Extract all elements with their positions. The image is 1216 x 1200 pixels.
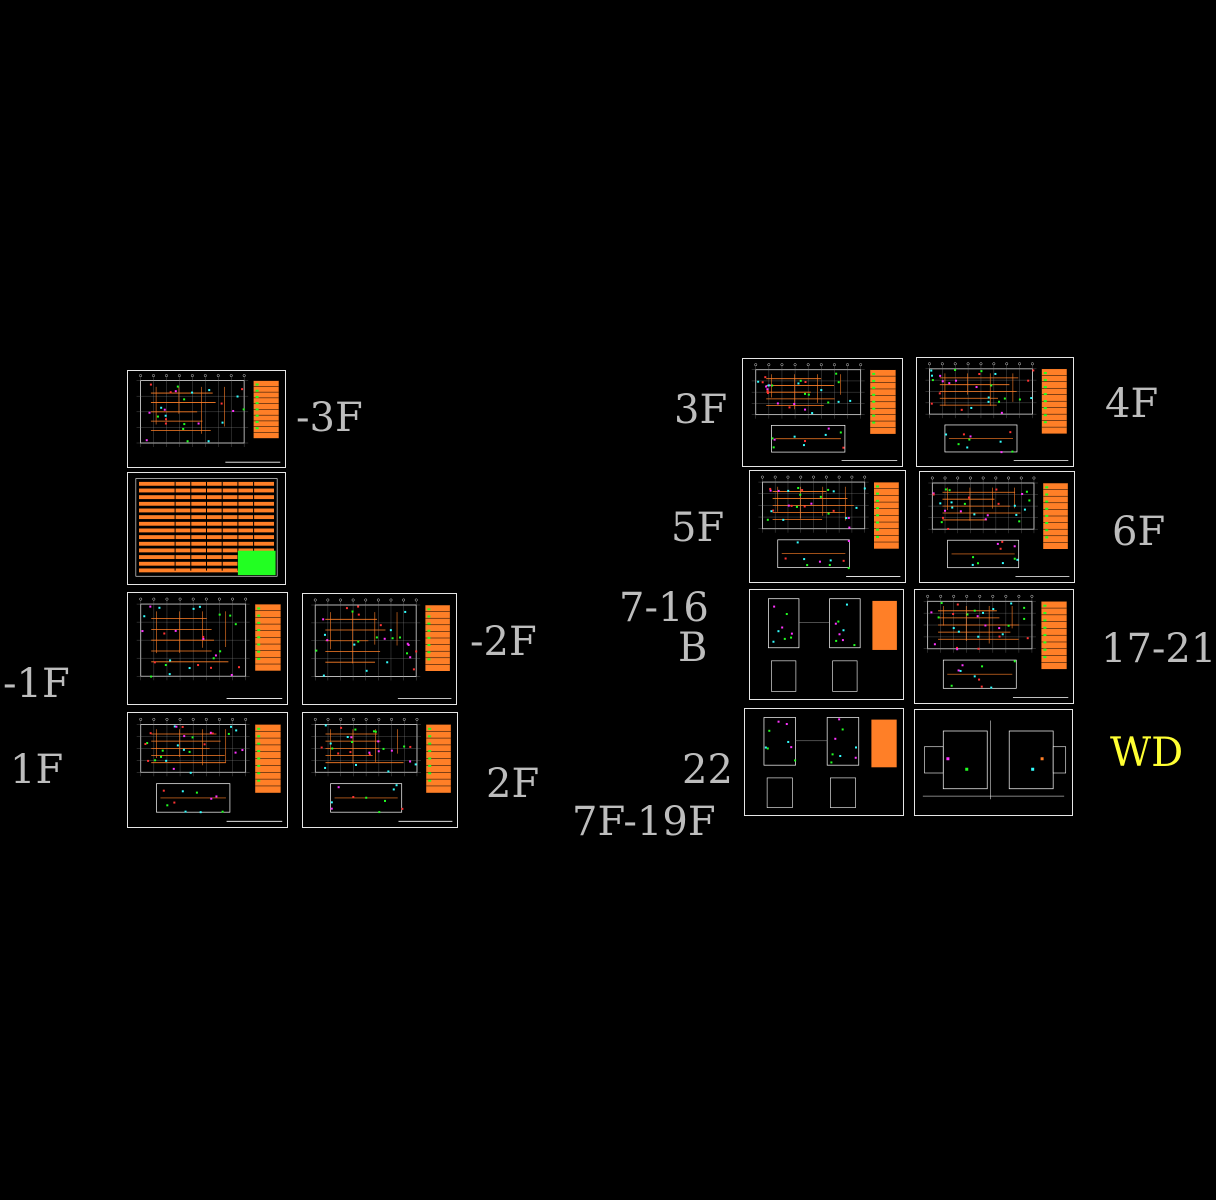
sheet-minus-3f[interactable]: [127, 370, 286, 468]
sheet-drawing: [136, 597, 283, 699]
label-minus-1f: -1F: [3, 661, 70, 707]
sheet-drawing: [311, 717, 453, 822]
sheet-drawing: [758, 475, 901, 577]
sheet-5f[interactable]: [749, 470, 906, 583]
label-minus-3f: -3F: [296, 395, 363, 441]
sheet-drawing: [135, 478, 278, 577]
label-2f: 2F: [486, 761, 540, 807]
sheet-drawing: [922, 720, 1067, 800]
sheet-system-diagram[interactable]: [127, 472, 286, 585]
label-22: 22: [682, 747, 733, 793]
label-6f: 6F: [1112, 509, 1166, 555]
label-7f-19f: 7F-19F: [572, 799, 716, 845]
sheet-drawing: [925, 362, 1069, 461]
label-minus-2f: -2F: [470, 619, 537, 665]
label-wd: WD: [1110, 730, 1184, 776]
label-17-21: 17-21: [1101, 626, 1216, 672]
sheet-drawing: [763, 717, 897, 808]
sheet-7-16[interactable]: [749, 589, 904, 700]
label-7-16: 7-16: [619, 585, 709, 631]
sheet-3f[interactable]: [742, 358, 903, 467]
label-b: B: [678, 625, 708, 671]
sheet-drawing: [768, 598, 897, 692]
sheet-22[interactable]: [744, 708, 904, 816]
sheet-6f[interactable]: [919, 471, 1075, 583]
sheet-17-21[interactable]: [914, 589, 1074, 704]
sheet-drawing: [751, 363, 898, 462]
sheet-minus-2f[interactable]: [302, 593, 457, 705]
label-3f: 3F: [674, 387, 728, 433]
sheet-drawing: [928, 476, 1070, 577]
sheet-4f[interactable]: [916, 357, 1074, 467]
label-4f: 4F: [1105, 381, 1159, 427]
sheet-minus-1f[interactable]: [127, 592, 288, 705]
sheet-drawing: [136, 717, 283, 822]
label-5f: 5F: [671, 505, 725, 551]
sheet-drawing: [136, 374, 281, 463]
sheet-drawing: [311, 598, 452, 699]
sheet-wd[interactable]: [914, 709, 1073, 816]
sheet-1f[interactable]: [127, 712, 288, 828]
sheet-drawing: [923, 594, 1069, 698]
label-1f: 1F: [10, 747, 64, 793]
sheet-2f[interactable]: [302, 712, 458, 828]
